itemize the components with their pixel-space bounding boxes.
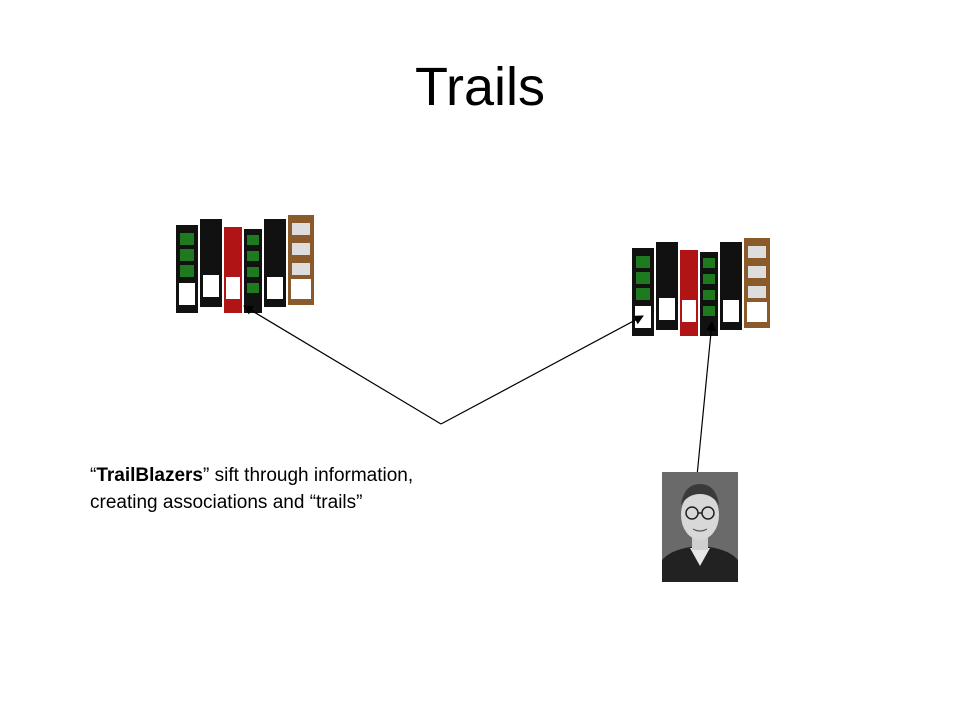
books-icon-right [632,238,770,336]
trail-line-to-left-books [243,305,442,425]
trail-line-portrait-to-books [696,321,716,477]
slide-title: Trails [415,57,545,117]
slide-caption: “TrailBlazers” sift through information,… [90,462,550,516]
caption-line-1: “TrailBlazers” sift through information, [90,462,550,489]
caption-line-1-rest: ” sift through information, [203,465,414,486]
portrait-photo [662,472,738,582]
caption-term: TrailBlazers [96,465,203,486]
caption-line-2: creating associations and “trails” [90,492,363,513]
books-icon-left [176,215,314,313]
caption-open-quote: “ [90,465,97,486]
trail-line-to-right-books [440,315,644,425]
